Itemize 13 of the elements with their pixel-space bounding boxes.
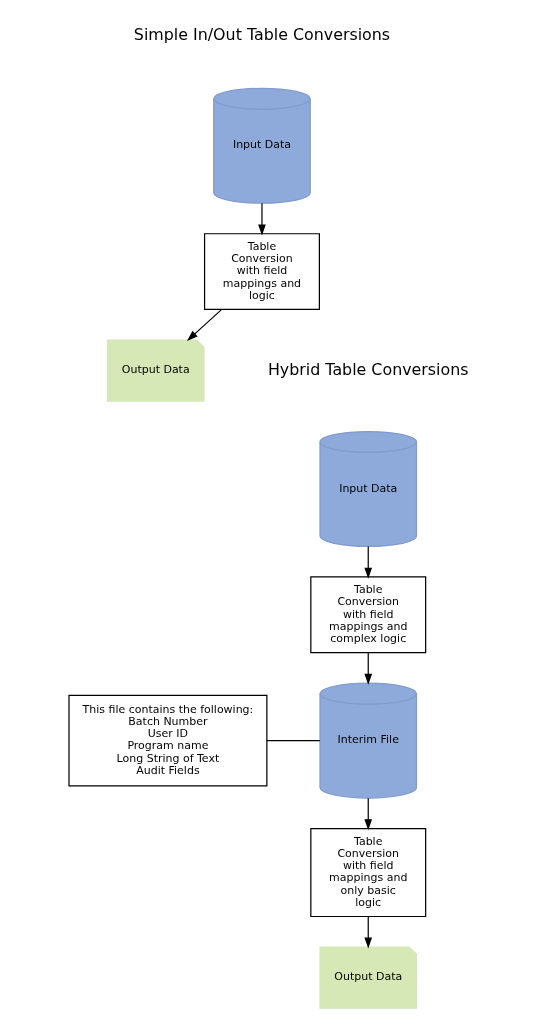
- arrow: [363, 651, 372, 685]
- arrow: [363, 915, 372, 949]
- node-box: Table Conversion with field mappings and logic: [203, 232, 320, 310]
- arrow: [363, 797, 372, 830]
- arrow: [363, 545, 372, 579]
- connector: [265, 739, 321, 741]
- node-box: Table Conversion with field mappings and complex logic: [309, 575, 426, 653]
- node-box: Table Conversion with field mappings and only basic logic: [309, 827, 426, 917]
- label: Simple In/Out Table Conversions: [133, 24, 390, 44]
- arrow: [186, 308, 222, 341]
- node-box: This file contains the following: Batch Number User ID Program name Long String of Text Audit Fields: [67, 694, 267, 786]
- arrow: [257, 202, 266, 235]
- label: Hybrid Table Conversions: [267, 359, 469, 379]
